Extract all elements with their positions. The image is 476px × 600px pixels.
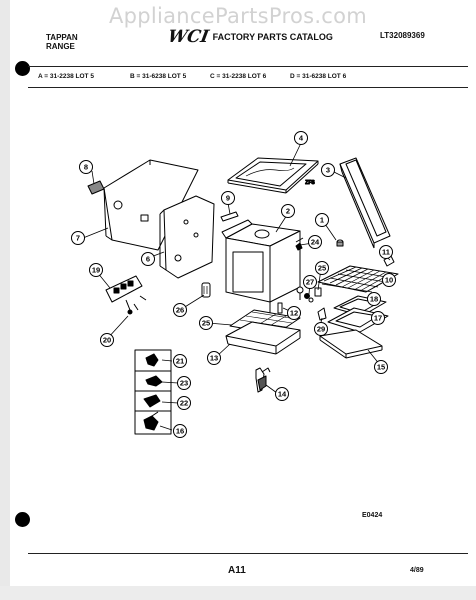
svg-text:26: 26: [176, 306, 184, 315]
svg-text:6: 6: [146, 255, 150, 264]
part-broiler-grid: [317, 265, 399, 293]
callout-8: 8: [79, 160, 93, 174]
callout-11: 11: [379, 245, 393, 259]
part-oven-door: [339, 157, 391, 249]
callout-3: 3: [321, 163, 335, 177]
callout-1: 1: [315, 213, 329, 227]
part-clip: [87, 180, 105, 195]
model-c: C = 31-2238 LOT 6: [210, 73, 267, 80]
catalog-title-block: WCI FACTORY PARTS CATALOG: [166, 27, 333, 47]
part-top-panel: [227, 157, 319, 194]
callout-13: 13: [207, 351, 221, 365]
callout-16: 16: [173, 424, 187, 438]
svg-text:11: 11: [382, 248, 390, 257]
callouts: 4 8 3 9 2 1 7 24 11 6 25 19 10 27 18 26 …: [71, 131, 396, 438]
part-side-panel: [103, 159, 199, 251]
part-drawer: [225, 309, 301, 355]
catalog-title: FACTORY PARTS CATALOG: [212, 32, 333, 42]
model-a: A = 31-2238 LOT 5: [38, 73, 94, 80]
brand-block: TAPPAN RANGE: [46, 33, 78, 51]
header-rule: [28, 66, 468, 67]
document-number: LT32089369: [380, 31, 425, 40]
svg-text:12: 12: [290, 309, 298, 318]
callout-4: 4: [294, 131, 308, 145]
callout-20: 20: [100, 333, 114, 347]
callout-25b: 25: [199, 316, 213, 330]
callout-24: 24: [308, 235, 322, 249]
svg-text:2: 2: [286, 207, 290, 216]
callout-18: 18: [367, 292, 381, 306]
watermark: AppliancePartsPros.com: [108, 4, 368, 28]
svg-text:19: 19: [92, 266, 100, 275]
models-rule: [28, 87, 468, 88]
model-d: D = 31-6238 LOT 6: [290, 73, 347, 80]
scan-edge-left: [0, 0, 10, 600]
part-bracket: [220, 211, 239, 222]
callout-6: 6: [141, 252, 155, 266]
part-burner-assembly: [105, 275, 147, 315]
svg-text:1: 1: [320, 216, 324, 225]
footer-rule: [28, 553, 468, 554]
svg-text:18: 18: [370, 295, 378, 304]
scan-edge-bottom: [0, 586, 476, 600]
product-type: RANGE: [46, 42, 75, 51]
small-label: ZFS: [305, 180, 315, 186]
svg-text:8: 8: [84, 163, 88, 172]
page-number: A11: [228, 565, 246, 576]
callout-9: 9: [221, 191, 235, 205]
brand-name: TAPPAN: [46, 33, 78, 42]
svg-text:7: 7: [76, 234, 80, 243]
figure-code: E0424: [362, 512, 383, 519]
svg-text:27: 27: [306, 278, 314, 287]
svg-text:4: 4: [299, 134, 304, 143]
callout-2: 2: [281, 204, 295, 218]
svg-text:25: 25: [318, 264, 326, 273]
part-drawer-panel: [319, 329, 383, 359]
svg-text:14: 14: [278, 390, 287, 399]
small-parts-box: [134, 349, 172, 435]
svg-text:16: 16: [176, 427, 184, 436]
part-oven-light: [201, 282, 211, 298]
callout-29: 29: [314, 322, 328, 336]
callout-22: 22: [177, 396, 191, 410]
callout-12: 12: [287, 306, 301, 320]
callout-23: 23: [177, 376, 191, 390]
callout-15: 15: [374, 360, 388, 374]
svg-text:23: 23: [180, 379, 188, 388]
callout-21: 21: [173, 354, 187, 368]
callout-10: 10: [382, 273, 396, 287]
binder-hole-bottom: [15, 512, 30, 527]
part-oven-body: [221, 219, 301, 318]
svg-text:24: 24: [311, 238, 320, 247]
svg-text:25: 25: [202, 319, 210, 328]
svg-text:22: 22: [180, 399, 188, 408]
callout-26: 26: [173, 303, 187, 317]
part-hinge: [255, 367, 271, 393]
model-b: B = 31-6238 LOT 5: [130, 73, 187, 80]
part-knob: [336, 239, 344, 247]
callout-17: 17: [371, 311, 385, 325]
svg-text:13: 13: [210, 354, 218, 363]
svg-text:21: 21: [176, 357, 184, 366]
svg-text:15: 15: [377, 363, 385, 372]
svg-text:20: 20: [103, 336, 111, 345]
part-rear-panel: [159, 195, 215, 279]
svg-text:3: 3: [326, 166, 330, 175]
part-fittings: [277, 286, 327, 321]
revision-date: 4/89: [410, 567, 424, 574]
callout-7: 7: [71, 231, 85, 245]
callout-25a: 25: [315, 261, 329, 275]
svg-text:29: 29: [317, 325, 325, 334]
callout-14: 14: [275, 387, 289, 401]
svg-text:17: 17: [374, 314, 382, 323]
svg-text:9: 9: [226, 194, 230, 203]
callout-19: 19: [89, 263, 103, 277]
svg-text:10: 10: [385, 276, 393, 285]
callout-27: 27: [303, 275, 317, 289]
binder-hole-top: [15, 61, 30, 76]
